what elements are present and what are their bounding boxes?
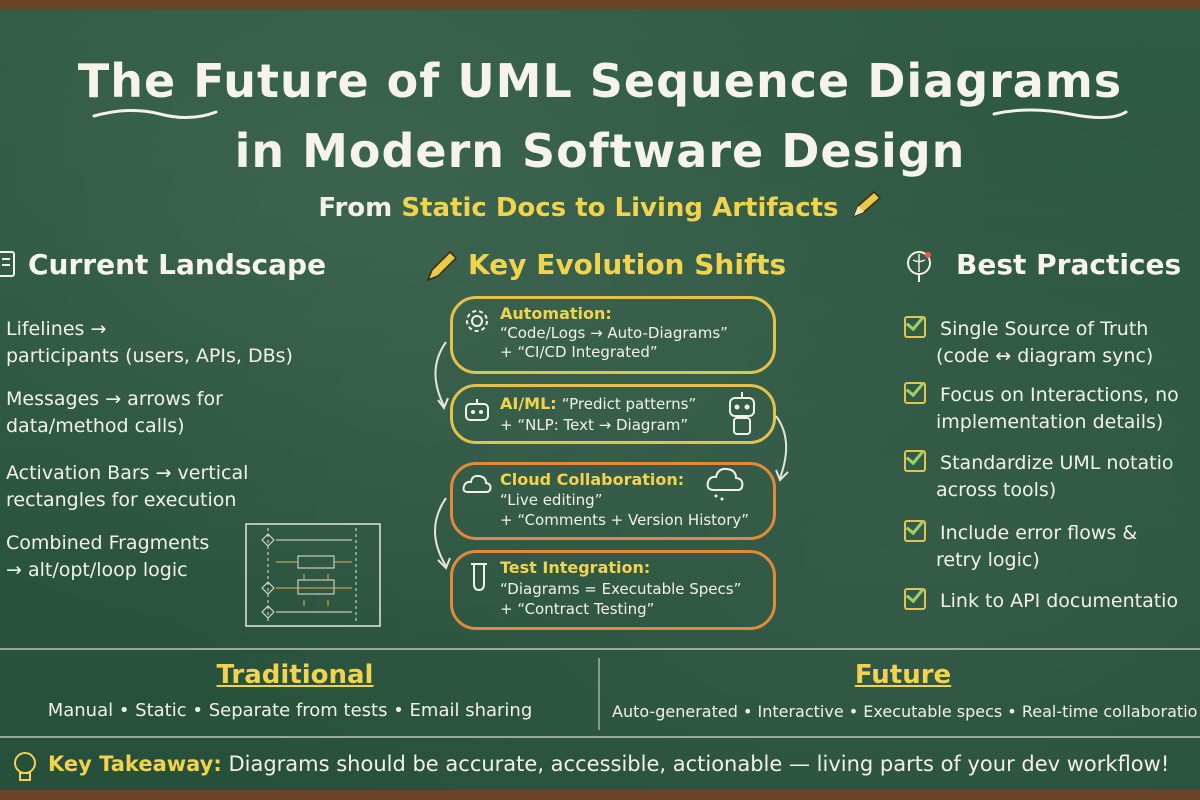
practice-line: Link to API documentatio <box>940 590 1179 612</box>
cloud-icon <box>706 467 744 501</box>
lightbulb-icon <box>14 752 36 781</box>
cloud-collaboration-box <box>450 462 776 540</box>
title-line-1: The Future of UML Sequence Diagrams <box>77 54 1123 108</box>
checkbox-icon <box>904 588 926 610</box>
title-swash-left <box>92 108 218 119</box>
subtitle-highlight: Static Docs to Living Artifacts <box>401 193 839 223</box>
divider-top <box>0 648 1200 650</box>
checkbox-icon <box>904 316 926 338</box>
automation-title: Automation: <box>500 304 612 323</box>
landscape-item-line: data/method calls) <box>6 415 185 437</box>
test-integration-line-2: + “Contract Testing” <box>500 600 655 618</box>
future-text: Auto-generated • Interactive • Executabl… <box>612 702 1198 721</box>
landscape-item-line: Activation Bars → vertical <box>6 462 249 484</box>
future-title: Future <box>854 660 952 690</box>
robot-icon <box>729 392 755 435</box>
practice-item: Single Source of Truth (code ↔ diagram s… <box>904 316 1153 370</box>
traditional-title: Traditional <box>216 660 374 690</box>
subtitle: From Static Docs to Living Artifacts <box>0 190 1200 223</box>
checkbox-icon <box>904 450 926 472</box>
automation-box <box>450 296 776 374</box>
subtitle-prefix: From <box>318 193 393 223</box>
practice-item: Focus on Interactions, no implementation… <box>904 382 1179 436</box>
practice-line: across tools) <box>936 479 1057 501</box>
flow-arrows-left <box>434 341 451 570</box>
ai-ml-title-rest: “Predict patterns” <box>561 395 697 413</box>
key-takeaway-label: Key Takeaway: <box>48 752 222 776</box>
landscape-item-line: → alt/opt/loop logic <box>6 559 188 581</box>
practice-item: Include error flows & retry logic) <box>904 520 1137 574</box>
test-integration-title: Test Integration: <box>500 558 651 577</box>
cloud-collaboration-title: Cloud Collaboration: <box>500 470 685 489</box>
landscape-item-line: Combined Fragments <box>6 532 210 554</box>
title-line-2: in Modern Software Design <box>234 124 966 178</box>
practice-line: (code ↔ diagram sync) <box>936 345 1154 367</box>
title-swash-right <box>992 108 1128 119</box>
comparison-divider <box>598 658 600 730</box>
key-evolution-title: Key Evolution Shifts <box>468 248 787 281</box>
practice-line: Focus on Interactions, no <box>940 384 1179 406</box>
automation-line-1: “Code/Logs → Auto-Diagrams” <box>500 324 728 342</box>
practice-line: Single Source of Truth <box>940 318 1149 340</box>
landscape-item-line: Lifelines → <box>6 318 107 340</box>
sequence-diagram-sketch <box>245 523 381 627</box>
automation-line-2: + “CI/CD Integrated” <box>500 343 658 361</box>
practice-item: Link to API documentatio <box>904 588 1178 615</box>
key-takeaway-text: Diagrams should be accurate, accessible,… <box>228 752 1170 776</box>
landscape-item-line: Messages → arrows for <box>6 388 223 410</box>
pencil-icon <box>426 250 458 282</box>
cloud-collaboration-line-1: “Live editing” <box>500 491 603 509</box>
robot-icon <box>465 399 489 421</box>
landscape-item: Activation Bars → vertical rectangles fo… <box>6 460 248 514</box>
landscape-item-line: rectangles for execution <box>6 489 237 511</box>
landscape-item: Lifelines → participants (users, APIs, D… <box>6 316 293 370</box>
current-landscape-title: Current Landscape <box>28 248 327 281</box>
divider-bottom <box>0 736 1200 738</box>
best-practices-title: Best Practices <box>956 248 1182 281</box>
checkbox-icon <box>904 520 926 542</box>
practice-line: Standardize UML notatio <box>940 452 1174 474</box>
flow-arrow-right <box>775 415 789 482</box>
practice-line: implementation details) <box>936 411 1164 433</box>
key-takeaway: Key Takeaway: Diagrams should be accurat… <box>48 752 1169 776</box>
landscape-item: Messages → arrows for data/method calls) <box>6 386 223 440</box>
cloud-collaboration-line-2: + “Comments + Version History” <box>500 511 750 529</box>
practice-line: retry logic) <box>936 549 1040 571</box>
pencil-icon <box>852 190 881 218</box>
traditional-text: Manual • Static • Separate from tests • … <box>47 700 533 721</box>
practice-item: Standardize UML notatio across tools) <box>904 450 1174 504</box>
ai-ml-line-1: + “NLP: Text → Diagram” <box>500 416 689 434</box>
practice-line: Include error flows & <box>940 522 1138 544</box>
landscape-item-line: participants (users, APIs, DBs) <box>6 345 293 367</box>
landscape-item: Combined Fragments → alt/opt/loop logic <box>6 530 209 584</box>
ai-ml-title-row: AI/ML: “Predict patterns” <box>500 394 696 414</box>
test-integration-line-1: “Diagrams = Executable Specs” <box>500 580 742 598</box>
test-tube-icon <box>471 563 487 592</box>
ai-ml-box <box>450 384 776 444</box>
gear-icon <box>466 310 488 332</box>
cloud-icon <box>462 474 492 493</box>
ai-ml-title: AI/ML: <box>500 394 557 413</box>
brain-icon <box>907 251 931 282</box>
test-integration-box <box>450 550 776 630</box>
checkbox-icon <box>904 382 926 404</box>
document-icon <box>0 251 15 277</box>
